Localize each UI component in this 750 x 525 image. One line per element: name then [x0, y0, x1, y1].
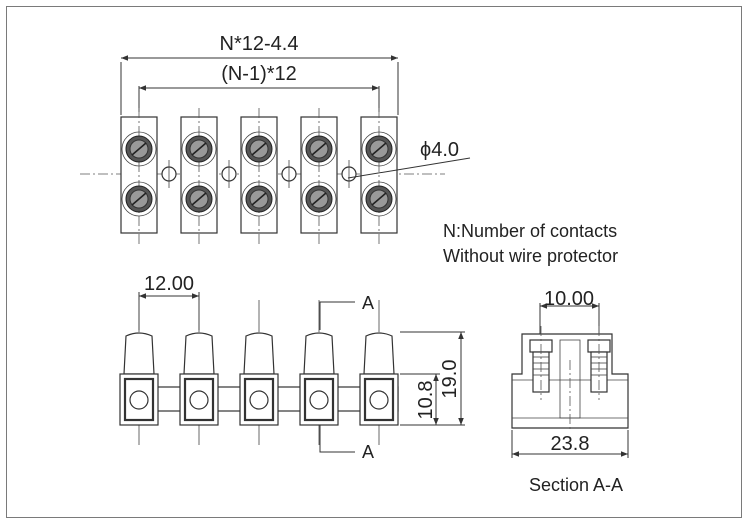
top-screw-upper: [301, 131, 337, 167]
front-pitch-label: 12.00: [144, 273, 194, 295]
top-screw-lower: [361, 181, 397, 217]
section-marker-bottom: A: [362, 442, 374, 462]
top-contact-block: [300, 108, 338, 244]
hole-leader-line: [347, 157, 471, 179]
top-screw-upper: [241, 131, 277, 167]
top-contact-block: [240, 108, 278, 244]
section-marker-top-line: [319, 301, 355, 330]
front-view: 12.00 A A 10.8 19.0: [119, 273, 465, 462]
top-screw-upper: [121, 131, 157, 167]
section-marker-bottom-line: [319, 424, 355, 453]
section-caption: Section A-A: [529, 475, 623, 495]
top-contact-block: [120, 108, 158, 244]
pitch-dimension-label: (N-1)*12: [221, 63, 297, 85]
overall-dimension-label: N*12-4.4: [220, 33, 299, 55]
front-terminal: [179, 300, 219, 445]
top-contact-block: [180, 108, 218, 244]
top-contact-blocks: [120, 108, 398, 244]
total-height-label: 19.0: [439, 360, 461, 399]
front-terminal: [359, 300, 399, 445]
mounting-hole: [341, 160, 357, 188]
front-terminal: [299, 300, 339, 445]
top-screw-upper: [181, 131, 217, 167]
top-screw-lower: [181, 181, 217, 217]
section-bottom-width-label: 23.8: [551, 433, 590, 455]
top-contact-block: [360, 108, 398, 244]
drawing-frame: [6, 6, 742, 518]
section-top-width-label: 10.00: [544, 288, 594, 310]
hole-dimension-label: ϕ4.0: [420, 139, 459, 161]
front-terminal: [239, 300, 279, 445]
section-view: 10.00 23.8 Section A-A: [511, 288, 629, 495]
top-view: N*12-4.4 (N-1)*12 ϕ4.0: [80, 33, 471, 244]
top-screw-lower: [241, 181, 277, 217]
section-marker-top: A: [362, 293, 374, 313]
front-terminal: [119, 300, 159, 445]
top-screw-lower: [121, 181, 157, 217]
mounting-hole: [161, 160, 177, 188]
note-contacts: N:Number of contacts: [443, 221, 617, 241]
note-wire-protector: Without wire protector: [443, 246, 618, 266]
top-screw-upper: [361, 131, 397, 167]
mounting-hole: [281, 160, 297, 188]
mounting-hole: [221, 160, 237, 188]
top-screw-lower: [301, 181, 337, 217]
body-height-label: 10.8: [415, 381, 437, 420]
front-terminal-blocks: [119, 300, 399, 445]
